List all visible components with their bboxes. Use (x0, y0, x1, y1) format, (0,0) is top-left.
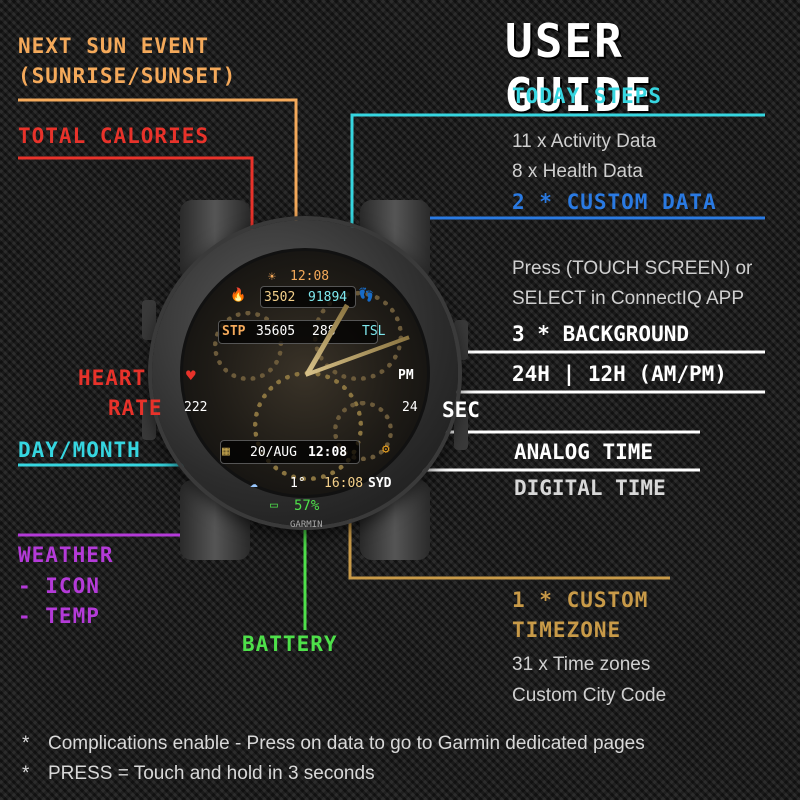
watch-button-left-bottom (142, 400, 156, 440)
label-digital-time: DIGITAL TIME (514, 476, 666, 500)
custom-data-label[interactable]: STP (222, 324, 246, 339)
footnote-1-star: * (22, 733, 30, 754)
callout-line-sun-event (18, 98, 298, 262)
label-sun-event-sub: (SUNRISE/SUNSET) (18, 64, 237, 88)
custom-data-pill (218, 320, 378, 344)
label-custom-data: 2 * CUSTOM DATA (512, 190, 717, 214)
label-analog-time: ANALOG TIME (514, 440, 654, 464)
digital-time-value: 12:08 (308, 445, 348, 460)
custom-data-right[interactable]: TSL (362, 324, 386, 339)
watch-button-right-bottom (454, 410, 468, 450)
info-timezones: 31 x Time zones (512, 654, 651, 675)
heart-rate-value[interactable]: 222 (184, 400, 208, 415)
label-battery: BATTERY (242, 632, 338, 656)
label-weather: WEATHER (18, 543, 114, 567)
info-city-code: Custom City Code (512, 685, 667, 706)
watch-illustration: ☀ 12:08 🔥 3502 91894 👣 STP 35605 288 TSL… (140, 180, 470, 580)
steps-value[interactable]: 91894 (308, 290, 348, 305)
label-today-steps: TODAY STEPS (512, 84, 663, 108)
footnote-1: Complications enable - Press on data to … (48, 733, 645, 754)
date-value[interactable]: 20/AUG (250, 445, 297, 460)
label-custom-timezone: 1 * CUSTOM (512, 588, 649, 612)
custom-data-value-1[interactable]: 35605 (256, 324, 296, 339)
brand-logo: GARMIN (290, 520, 323, 530)
heart-icon: ♥ (186, 366, 196, 385)
battery-icon: ▭ (270, 498, 278, 513)
seconds-value: 24 (402, 400, 418, 415)
battery-value[interactable]: 57% (294, 498, 320, 514)
label-total-calories: TOTAL CALORIES (18, 124, 210, 148)
calendar-icon: ▦ (222, 444, 230, 459)
label-background: 3 * BACKGROUND (512, 322, 690, 346)
watch-button-left-top (142, 300, 156, 340)
label-weather-icon: - ICON (18, 574, 100, 598)
steps-icon: 👣 (358, 288, 375, 303)
label-timezone: TIMEZONE (512, 618, 622, 642)
info-select: SELECT in ConnectIQ APP (512, 288, 744, 309)
label-sun-event: NEXT SUN EVENT (18, 34, 210, 58)
timezone-time[interactable]: 16:08 (324, 476, 364, 491)
callout-line-timezone (348, 490, 670, 580)
footnote-2: PRESS = Touch and hold in 3 seconds (48, 763, 375, 784)
date-time-pill (220, 440, 360, 464)
weather-icon: ☁ (250, 476, 258, 491)
calories-icon: 🔥 (230, 288, 247, 303)
ampm-value: PM (398, 368, 414, 383)
label-heart: HEART (78, 366, 147, 390)
gear-icon (333, 401, 393, 461)
info-health: 8 x Health Data (512, 161, 643, 182)
footnote-2-star: * (22, 763, 30, 784)
page-title: USER GUIDE (505, 14, 654, 122)
gear-icon (213, 311, 283, 381)
sun-event-time[interactable]: 12:08 (290, 269, 330, 284)
label-day-month: DAY/MONTH (18, 438, 141, 462)
timezone-city[interactable]: SYD (368, 476, 392, 491)
label-weather-temp: - TEMP (18, 604, 100, 628)
temp-value[interactable]: 1° (290, 476, 306, 491)
calories-steps-pill (260, 286, 356, 308)
sunrise-icon: ☀ (268, 270, 276, 285)
label-time-format: 24H | 12H (AM/PM) (512, 362, 727, 386)
calories-value[interactable]: 3502 (264, 290, 296, 305)
settings-icon: ⚙ (382, 442, 390, 457)
label-sec: SEC (442, 398, 480, 422)
watch-button-right-top (454, 320, 468, 360)
info-activity: 11 x Activity Data (512, 131, 657, 152)
info-press: Press (TOUCH SCREEN) or (512, 258, 753, 279)
label-rate: RATE (108, 396, 163, 420)
